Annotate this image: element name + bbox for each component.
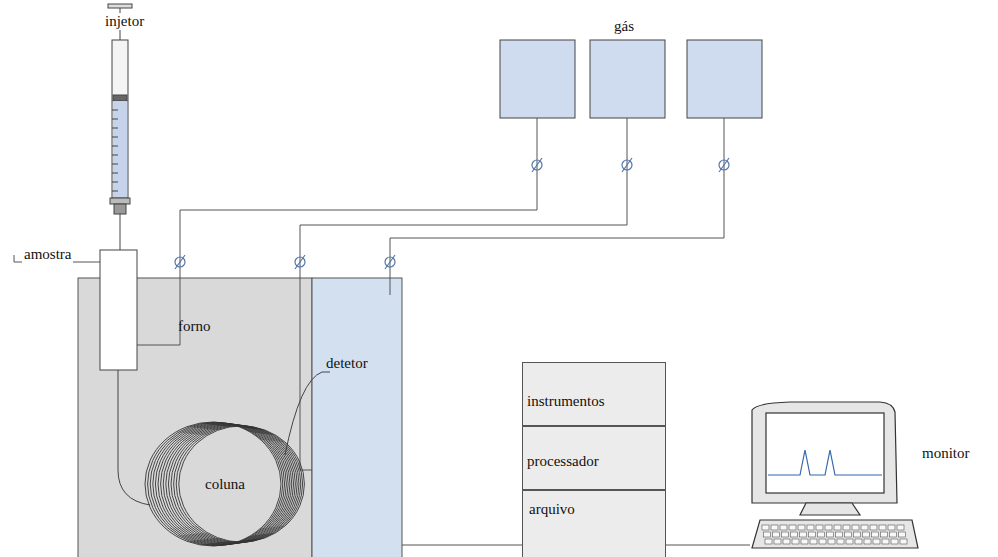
sample-label: amostra (22, 246, 73, 263)
node-label: arquivo (529, 501, 575, 518)
node-label: monitor (922, 445, 970, 462)
column-coil: coluna (150, 420, 300, 548)
oven-box: forno coluna (78, 278, 312, 557)
node-label: processador (527, 453, 599, 470)
node-label: detetor (326, 355, 368, 372)
signal-cable (666, 545, 750, 546)
computer-monitor: monitor (750, 400, 920, 550)
injector-label: injetor (103, 13, 146, 30)
node-label: instrumentos (527, 393, 605, 410)
archive-box: arquivo (522, 490, 666, 557)
signal-cable (402, 545, 522, 546)
gas-label: gás (612, 18, 636, 35)
node-label: coluna (202, 475, 248, 494)
detector-box: detetor (312, 278, 402, 557)
node-label: forno (178, 318, 211, 335)
instrument-box: instrumentos (522, 362, 666, 426)
processor-box: processador (522, 426, 666, 490)
